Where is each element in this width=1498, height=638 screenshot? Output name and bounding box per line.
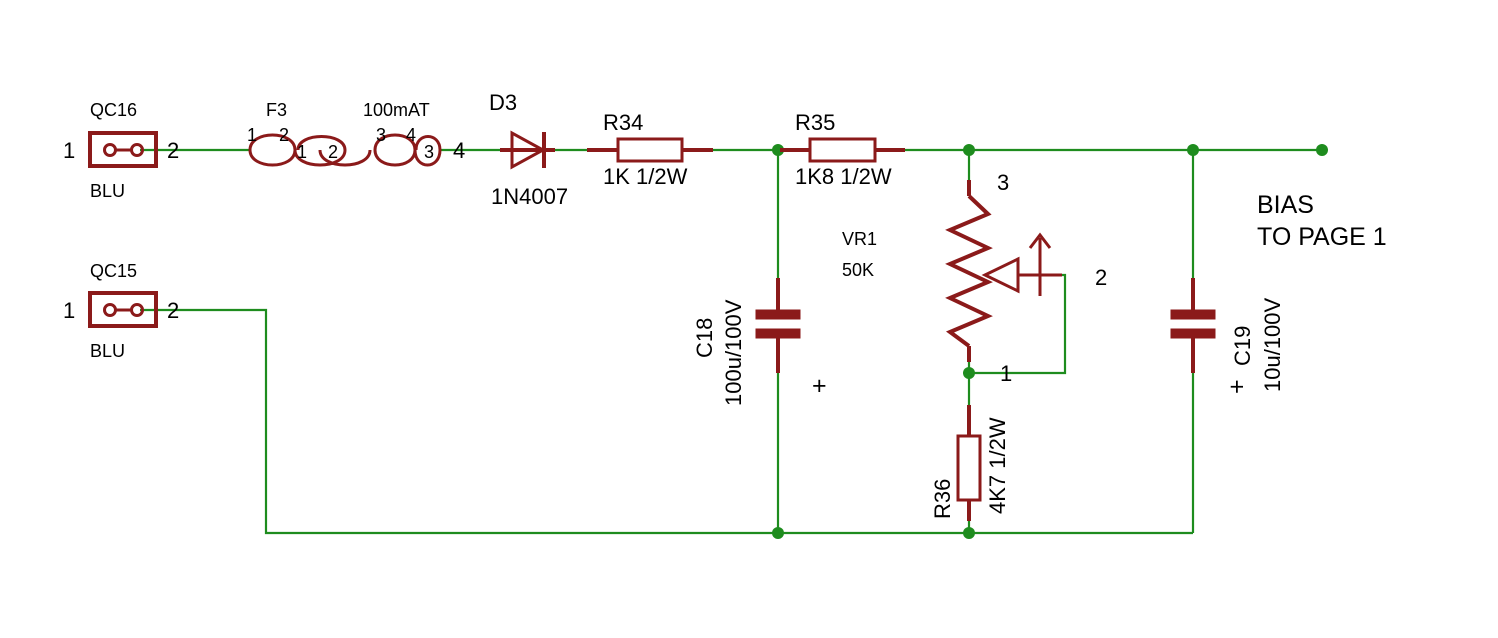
qc16-value: BLU <box>90 181 125 201</box>
output-terminal-dot <box>1316 144 1328 156</box>
r35-value: 1K8 1/2W <box>795 164 892 189</box>
fuse-pin-label: 1 <box>297 142 307 162</box>
r34-value: 1K 1/2W <box>603 164 688 189</box>
capacitor-c19: + C19 10u/100V <box>1170 278 1285 394</box>
fuse-rating: 100mAT <box>363 100 430 120</box>
connector-body <box>88 291 158 328</box>
c18-name: C18 <box>692 318 717 358</box>
potentiometer-vr1: VR1 50K 3 2 1 <box>842 170 1107 386</box>
fuse-coil <box>248 133 442 167</box>
output-label-line2: TO PAGE 1 <box>1257 223 1387 251</box>
diode-d3: D3 1N4007 <box>489 90 568 209</box>
fuse-pin-label: 4 <box>453 138 465 163</box>
c19-name: C19 <box>1230 326 1255 366</box>
qc16-pin1: 1 <box>63 138 75 163</box>
vr1-pin2: 2 <box>1095 265 1107 290</box>
pot-wiper-arrow <box>981 256 1020 294</box>
pot-adjust-arrow-head <box>1028 232 1052 249</box>
qc16-pin2: 2 <box>167 138 179 163</box>
capacitor-c18: + C18 100u/100V <box>692 278 827 406</box>
resistor-body <box>808 137 877 163</box>
fuse-pin-label: 3 <box>424 142 434 162</box>
connector-qc15: QC15 BLU 1 2 <box>63 261 179 361</box>
capacitor-plate <box>755 309 801 320</box>
c19-value: 10u/100V <box>1260 297 1285 392</box>
wires <box>140 148 1322 535</box>
pot-zigzag <box>945 194 993 348</box>
resistor-body <box>956 434 982 502</box>
vr1-value: 50K <box>842 260 874 280</box>
r36-value: 4K7 1/2W <box>985 417 1010 514</box>
resistor-r36: R36 4K7 1/2W <box>930 405 1010 521</box>
junction-dot <box>963 367 975 379</box>
resistor-body <box>616 137 684 163</box>
fuse-pin-label: 2 <box>328 142 338 162</box>
junction-dot <box>772 527 784 539</box>
junctions <box>772 144 1328 539</box>
capacitor-plate <box>755 328 801 339</box>
capacitor-plate <box>1170 309 1216 320</box>
diode-name: D3 <box>489 90 517 115</box>
c18-value: 100u/100V <box>721 299 746 406</box>
fuse-pin-label: 3 <box>376 125 386 145</box>
diode-triangle <box>510 130 547 170</box>
vr1-pin3: 3 <box>997 170 1009 195</box>
capacitor-plate <box>1170 328 1216 339</box>
qc15-pin1: 1 <box>63 298 75 323</box>
fuse-pin-label: 2 <box>279 125 289 145</box>
c19-polarity: + <box>1223 379 1251 394</box>
diode-value: 1N4007 <box>491 184 568 209</box>
r34-name: R34 <box>603 110 643 135</box>
r35-name: R35 <box>795 110 835 135</box>
fuse-f3: F3 100mAT 1 2 1 2 3 4 3 4 <box>247 100 465 167</box>
fuse-pin-label: 1 <box>247 125 257 145</box>
vr1-pin1: 1 <box>1000 361 1012 386</box>
junction-dot <box>963 144 975 156</box>
junction-dot <box>1187 144 1199 156</box>
resistor-r35: R35 1K8 1/2W <box>780 110 905 189</box>
connector-body <box>88 131 158 168</box>
output-label-line1: BIAS <box>1257 191 1314 219</box>
junction-dot <box>963 527 975 539</box>
resistor-r34: R34 1K 1/2W <box>587 110 713 189</box>
connector-pin-hole <box>103 303 117 317</box>
qc15-pin2: 2 <box>167 298 179 323</box>
fuse-name: F3 <box>266 100 287 120</box>
vr1-name: VR1 <box>842 229 877 249</box>
wire-ground-rail <box>140 308 1193 535</box>
qc15-value: BLU <box>90 341 125 361</box>
junction-dot <box>772 144 784 156</box>
qc15-name: QC15 <box>90 261 137 281</box>
qc16-name: QC16 <box>90 100 137 120</box>
c18-polarity: + <box>812 372 827 400</box>
r36-name: R36 <box>930 479 955 519</box>
output-label: BIAS TO PAGE 1 <box>1257 191 1387 251</box>
fuse-pin-label: 4 <box>406 125 416 145</box>
connector-pin-hole <box>103 143 117 157</box>
connector-qc16: QC16 BLU 1 2 <box>63 100 179 201</box>
